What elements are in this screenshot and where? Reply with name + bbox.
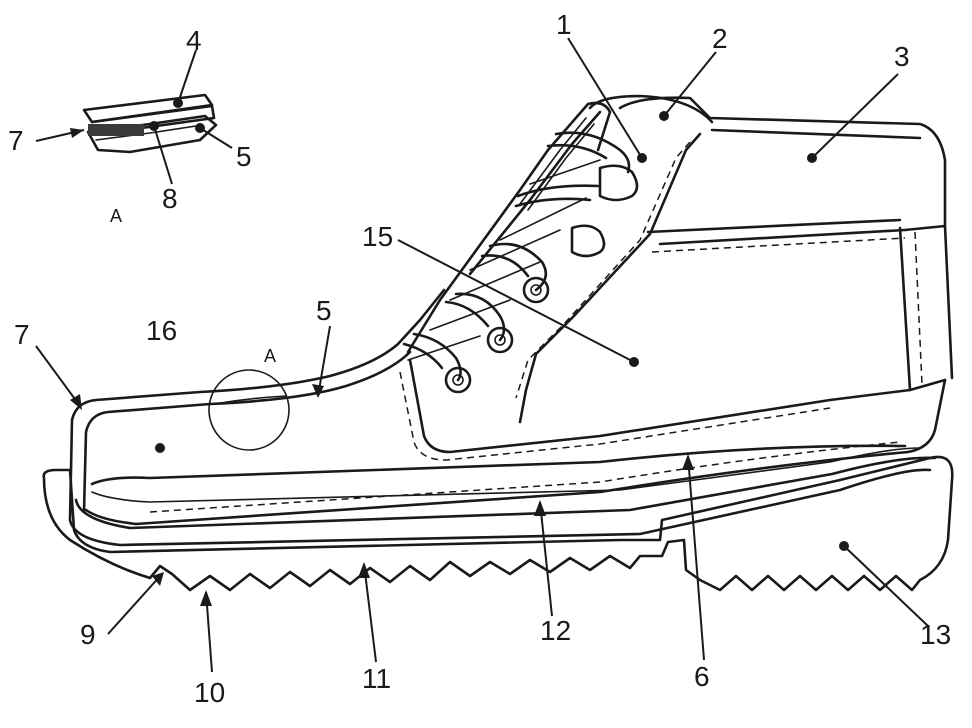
- callout-2: 2: [712, 23, 728, 54]
- callout-4: 4: [186, 25, 202, 56]
- detail-circle-lining: [213, 395, 287, 405]
- detail-marker-a: A: [264, 346, 276, 366]
- detail-caption-a: A: [110, 206, 122, 226]
- callout-11: 11: [362, 663, 391, 694]
- boot-upper: [68, 94, 954, 526]
- callout-7-main: 7: [14, 319, 30, 350]
- leader-lines: [35, 37, 929, 673]
- outsole: [42, 444, 954, 592]
- callout-12: 12: [540, 615, 571, 646]
- callout-3: 3: [894, 41, 910, 72]
- callout-15: 15: [362, 221, 393, 252]
- callout-9: 9: [80, 619, 96, 650]
- callout-16: 16: [146, 315, 177, 346]
- callout-6: 6: [694, 661, 710, 692]
- callout-13: 13: [920, 619, 951, 650]
- laces: [402, 131, 631, 382]
- detail-view-a: [35, 49, 233, 185]
- detail-circle-a: [208, 369, 290, 451]
- callout-8: 8: [162, 183, 178, 214]
- callout-7-detail: 7: [8, 125, 24, 156]
- tongue: [468, 110, 602, 276]
- detail-hatched-layer: [88, 124, 144, 136]
- callout-labels: 4 5 7 8 A 1 2 3 15 16 5 7 A 9 10 11 12 6…: [8, 9, 951, 708]
- callout-1: 1: [556, 9, 572, 40]
- lace-hooks: [444, 164, 639, 394]
- callout-5-main: 5: [316, 295, 332, 326]
- callout-5-detail: 5: [236, 141, 252, 172]
- callout-10: 10: [194, 677, 225, 708]
